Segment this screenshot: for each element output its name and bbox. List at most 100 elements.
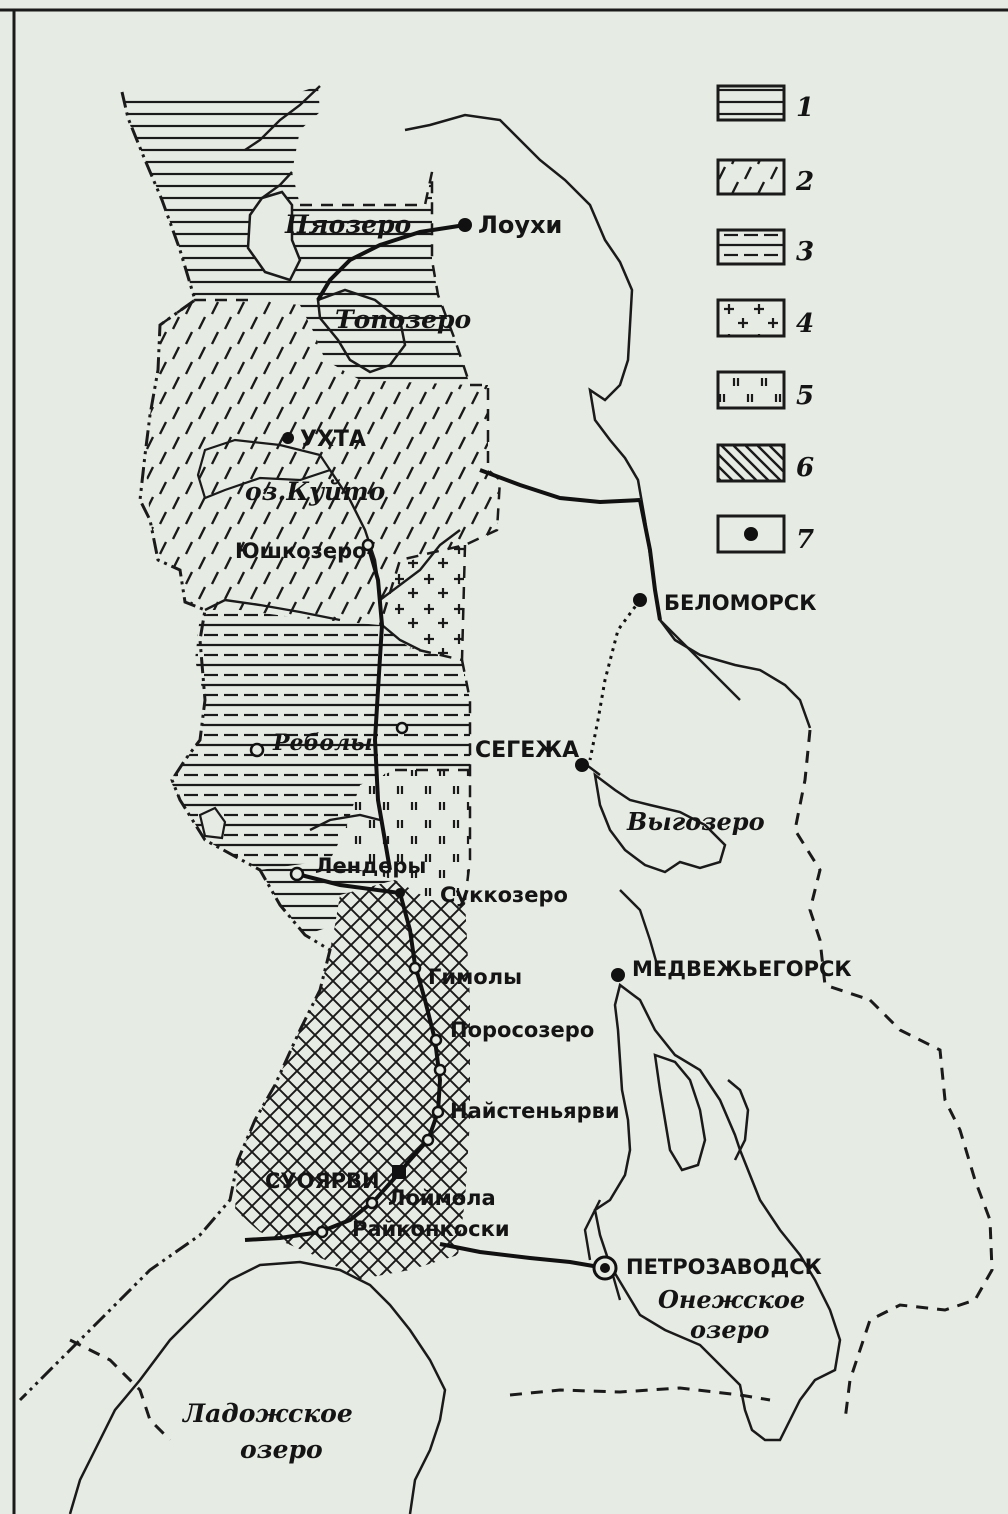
admin-border-south xyxy=(69,1338,771,1442)
marker-segezha xyxy=(575,758,589,772)
legend-item-4: 4 xyxy=(716,298,814,339)
onega-island xyxy=(653,1053,707,1172)
label-lendery: Лендеры xyxy=(315,854,426,878)
marker-ukhta xyxy=(282,432,294,444)
legend-item-6: 6 xyxy=(716,443,814,483)
label-naistenyarvi: Найстеньярви xyxy=(450,1099,620,1123)
zone-5 xyxy=(345,770,470,900)
label-ladoga-2: озеро xyxy=(240,1435,323,1464)
label-gimoly: Гимолы xyxy=(428,965,522,989)
legend-item-7: 7 xyxy=(716,514,814,555)
legend-num-2: 2 xyxy=(795,167,814,197)
legend-item-5: 5 xyxy=(716,370,814,411)
lake-topozero xyxy=(316,288,407,374)
label-loimola: Лоймола xyxy=(388,1186,496,1210)
legend: 1 2 3 4 5 6 7 xyxy=(716,84,814,555)
zone-6 xyxy=(235,880,470,1280)
legend-item-3: 3 xyxy=(716,228,814,267)
zone-3 xyxy=(170,610,470,870)
marker-naistenyarvi-2 xyxy=(421,1133,435,1147)
railway-petrozavodsk xyxy=(439,1242,606,1270)
lake-vygozero xyxy=(593,772,727,874)
label-petrozavodsk: ПЕТРОЗАВОДСК xyxy=(626,1255,822,1279)
label-onega-2: озеро xyxy=(690,1315,769,1344)
legend-dot-7 xyxy=(744,527,758,541)
label-suoyarvi: СУОЯРВИ xyxy=(265,1169,380,1193)
marker-reboly xyxy=(249,742,265,758)
legend-num-4: 4 xyxy=(796,309,814,339)
railway-louhi-pyaozero xyxy=(316,223,466,302)
river-east xyxy=(659,619,741,701)
marker-porosozero xyxy=(429,1033,443,1047)
legend-swatch-4 xyxy=(716,298,786,338)
marker-sukkozero xyxy=(395,888,405,898)
river-north-2 xyxy=(261,171,293,199)
label-pyaozero: Пяозеро xyxy=(284,210,411,239)
label-ladoga-1: Ладожское xyxy=(181,1399,353,1428)
river-west-1 xyxy=(204,598,341,622)
label-belomorsk: БЕЛОМОРСК xyxy=(664,591,816,615)
railway-belomorsk-kem xyxy=(479,468,641,505)
label-medvezhyegorsk: МЕДВЕЖЬЕГОРСК xyxy=(632,957,852,981)
marker-loimola xyxy=(365,1196,379,1210)
railway-murmansk xyxy=(638,499,662,621)
label-rajkonkoski: Райконкоски xyxy=(352,1217,510,1241)
admin-border-east xyxy=(843,998,994,1421)
legend-item-2: 2 xyxy=(716,158,814,197)
label-segezha: СЕГЕЖА xyxy=(475,738,579,763)
zone-4 xyxy=(395,545,465,660)
lake-ladoga xyxy=(68,1260,447,1514)
marker-reboly-station xyxy=(395,721,409,735)
marker-naistenyarvi xyxy=(431,1105,445,1119)
white-sea-coast xyxy=(404,113,812,729)
label-sukkozero: Суккозеро xyxy=(440,883,568,907)
label-louhi: Лоухи xyxy=(478,211,562,239)
label-porosozero: Поросозеро xyxy=(450,1018,594,1042)
lake-pyaozero xyxy=(246,190,302,282)
zone-2-outline xyxy=(159,298,502,626)
legend-num-7: 7 xyxy=(796,525,814,555)
legend-item-1: 1 xyxy=(716,84,814,123)
marker-rajkonkoski xyxy=(315,1225,329,1239)
legend-swatch-5 xyxy=(716,370,786,410)
railway-yushkozero-lendery xyxy=(366,544,392,871)
state-border xyxy=(18,91,332,1402)
legend-num-3: 3 xyxy=(796,237,814,267)
label-yushkozero: Юшкозеро xyxy=(235,539,367,563)
marker-belomorsk xyxy=(633,593,647,607)
river-kem-east xyxy=(379,529,461,652)
marker-gimoly xyxy=(408,961,422,975)
river-north-1 xyxy=(244,85,321,151)
marker-porosozero-2 xyxy=(433,1063,447,1077)
legend-num-5: 5 xyxy=(796,381,814,411)
railway-suoyarvi-rajkonkoski xyxy=(244,1170,402,1242)
label-onega-1: Онежское xyxy=(658,1285,805,1314)
marker-petrozavodsk xyxy=(600,1263,610,1273)
marker-lendery xyxy=(289,866,305,882)
label-ukhta: УХТА xyxy=(300,427,366,452)
label-topozero: Топозеро xyxy=(335,305,471,334)
admin-border-mid xyxy=(793,729,871,1002)
legend-num-6: 6 xyxy=(796,453,814,483)
legend-swatch-6 xyxy=(716,443,786,483)
legend-swatch-3 xyxy=(716,228,786,266)
lake-kuito xyxy=(196,438,332,500)
legend-swatch-1 xyxy=(716,84,786,122)
marker-yushkozero xyxy=(361,538,375,552)
zone-2 xyxy=(145,300,500,625)
label-vygozero: Выгозеро xyxy=(626,807,765,836)
label-reboly: Реболы xyxy=(272,730,373,756)
onega-bay xyxy=(727,1079,750,1161)
legend-swatch-2 xyxy=(716,158,786,196)
label-kuito: оз.Куйто xyxy=(245,477,385,506)
lake-onega xyxy=(593,982,842,1442)
legend-num-1: 1 xyxy=(796,93,814,123)
zone-1-north xyxy=(122,86,470,385)
marker-suoyarvi xyxy=(392,1165,406,1179)
marker-louhi xyxy=(458,218,472,232)
marker-medvezhyegorsk xyxy=(611,968,625,982)
railway-belomorsk-segezha xyxy=(588,599,642,761)
